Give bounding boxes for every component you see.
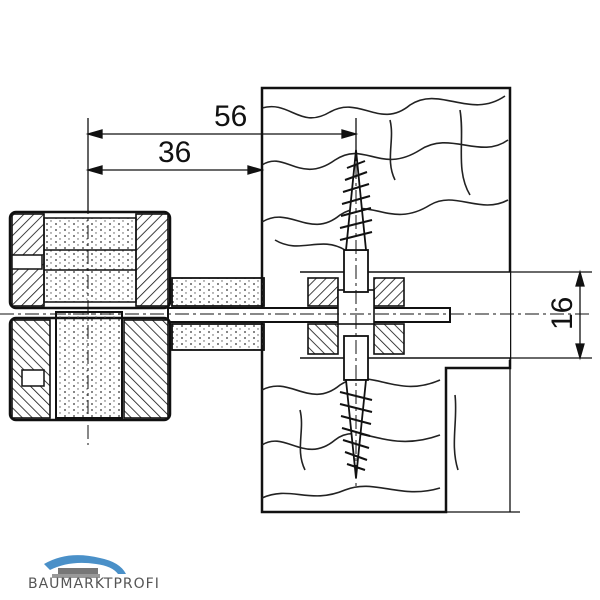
wood-grain xyxy=(261,95,509,499)
dimension-lines xyxy=(85,88,592,513)
dimension-16: 16 xyxy=(546,297,579,330)
center-lines xyxy=(0,140,590,490)
clamp-lower xyxy=(8,311,172,422)
clamp-upper xyxy=(8,210,172,310)
dimension-36: 36 xyxy=(158,136,191,169)
panel-bushing xyxy=(307,277,405,355)
baumarktprofi-logo: BAUMARKTPROFI xyxy=(28,548,178,598)
roof-icon xyxy=(44,555,126,578)
logo-text: BAUMARKTPROFI xyxy=(28,576,160,592)
connecting-rod xyxy=(171,277,265,351)
glass-plate xyxy=(167,307,451,323)
dimension-56: 56 xyxy=(214,100,247,133)
